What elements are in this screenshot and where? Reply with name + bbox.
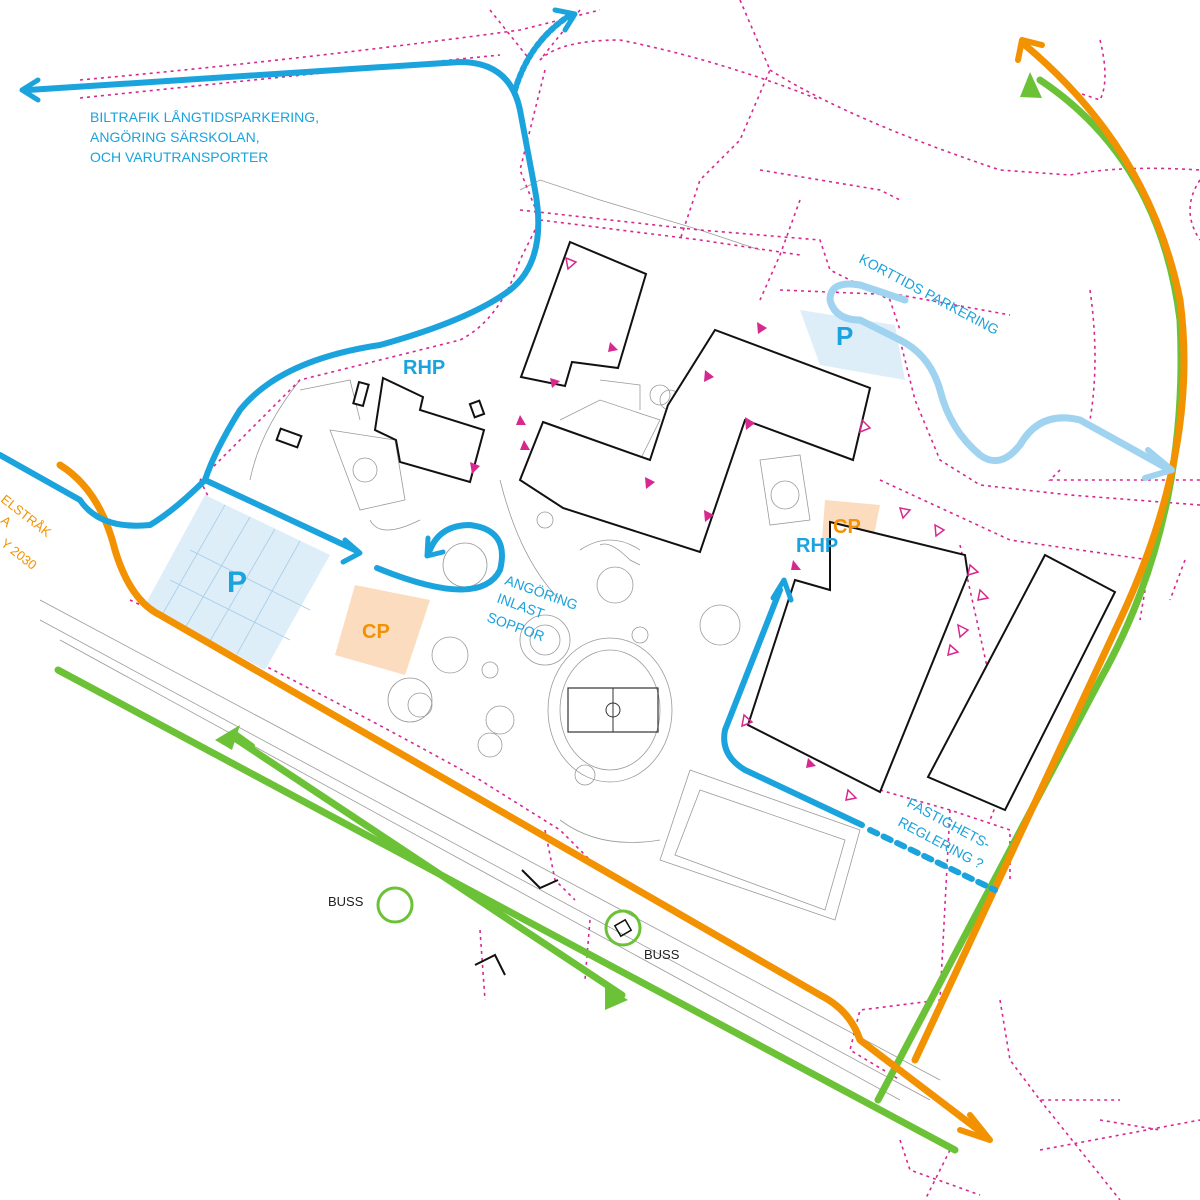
bus-stop-left-icon xyxy=(376,886,414,924)
building-west xyxy=(373,376,486,484)
cp-area-left xyxy=(335,585,430,675)
label-biltrafik-line1: BILTRAFIK LÅNGTIDSPARKERING, xyxy=(90,109,319,125)
label-buss-left: BUSS xyxy=(328,894,364,909)
bus-stops xyxy=(376,869,642,976)
short-term-parking-route xyxy=(826,280,1175,481)
label-parking-small: P xyxy=(836,321,853,351)
orange-route xyxy=(56,37,1188,1143)
label-biltrafik-line2: ANGÖRING SÄRSKOLAN, xyxy=(90,128,260,145)
building-east-slab xyxy=(926,553,1117,812)
label-cp-left: CP xyxy=(362,621,390,643)
parking-areas xyxy=(145,310,905,675)
entrance-markers xyxy=(470,256,990,801)
background-linework xyxy=(39,179,941,1101)
buildings xyxy=(275,240,1117,812)
bus-stop-right-icon xyxy=(604,909,642,947)
label-cykel-line3: Y 2030 xyxy=(0,536,40,573)
label-biltrafik-line3: OCH VARUTRANSPORTER xyxy=(90,149,268,165)
label-buss-right: BUSS xyxy=(644,947,680,962)
large-parking-lot xyxy=(145,495,330,670)
label-rhp-right: RHP xyxy=(796,535,838,557)
label-cykel-line2: A xyxy=(0,513,14,530)
building-north xyxy=(519,240,648,388)
label-rhp-top: RHP xyxy=(403,357,445,379)
building-east-large xyxy=(746,520,970,794)
building-center xyxy=(518,328,872,554)
map-labels: BILTRAFIK LÅNGTIDSPARKERING, ANGÖRING SÄ… xyxy=(0,109,1002,962)
label-parking-large: P xyxy=(227,566,247,599)
sports-court xyxy=(567,687,659,733)
blue-traffic-route xyxy=(0,7,998,893)
label-cp-right: CP xyxy=(833,516,861,538)
